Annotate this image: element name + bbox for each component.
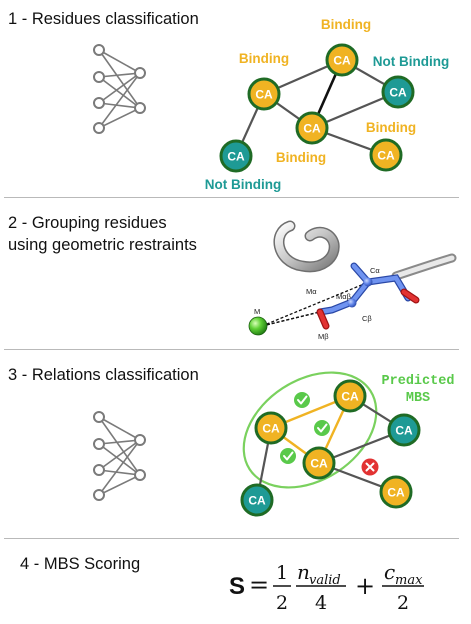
check-icon-top [294, 392, 310, 408]
label-binding-lower-right: Binding [366, 120, 416, 135]
relation-node-not-binding-right: CA [387, 413, 421, 447]
graph-node-binding-top: CA [325, 43, 359, 77]
formula-frac1-num: 1 [276, 562, 288, 584]
formula-lhs: S [229, 573, 245, 600]
label-predicted: Predicted [382, 374, 455, 389]
label-binding-center: Binding [276, 150, 326, 165]
svg-text:CA: CA [262, 422, 280, 436]
formula-plus: + [355, 572, 375, 600]
label-metal: M [254, 307, 260, 316]
graph-node-binding-lower-right: CA [369, 138, 403, 172]
relation-node-binding-center: CA [302, 446, 336, 480]
cross-icon [361, 458, 379, 476]
label-ma-beta: Mαβ [336, 292, 352, 301]
relation-node-binding-lower-right: CA [379, 475, 413, 509]
relation-node-not-binding-lower-left: CA [240, 483, 274, 517]
neural-network-icon-1 [93, 44, 146, 134]
neural-network-icon-3 [93, 411, 146, 501]
scoring-formula: S = 1 2 n valid 4 + c max 2 [229, 560, 424, 614]
step-4-title: 4 - MBS Scoring [20, 555, 141, 573]
check-icon-middle [314, 420, 330, 436]
formula-equals: = [249, 571, 269, 599]
formula-c-sub: max [395, 573, 423, 588]
step-3-title: 3 - Relations classification [8, 366, 199, 384]
label-not-binding-right: Not Binding [373, 54, 449, 69]
graph-node-binding-center: CA [295, 111, 329, 145]
graph-node-not-binding-lower-left: CA [219, 139, 253, 173]
svg-text:CA: CA [395, 424, 413, 438]
relations-graph: CA CA CA CA CA CA Predicted MBS [240, 371, 455, 517]
svg-text:CA: CA [377, 149, 395, 163]
residue-graph: CA CA CA CA CA CA Binding Binding Not Bi… [205, 17, 449, 192]
svg-text:CA: CA [387, 486, 405, 500]
divider-2 [4, 349, 459, 350]
label-mbs: MBS [406, 391, 430, 406]
label-binding-left: Binding [239, 51, 289, 66]
label-ca-atom: Cα [370, 266, 380, 275]
svg-text:CA: CA [341, 390, 359, 404]
metal-ion-icon [248, 316, 268, 336]
svg-text:CA: CA [333, 54, 351, 68]
step-2-title-line2: using geometric restraints [8, 236, 197, 254]
formula-n-sub: valid [309, 573, 341, 588]
label-m-alpha: Mα [306, 287, 317, 296]
molecular-structure: M Cα Cβ Mα Mαβ Mβ [248, 220, 457, 341]
label-cb-atom: Cβ [362, 314, 372, 323]
divider-1 [4, 197, 459, 198]
graph-node-binding-left: CA [247, 77, 281, 111]
predicted-mbs-ellipse [242, 371, 378, 489]
svg-text:CA: CA [389, 86, 407, 100]
svg-text:CA: CA [248, 494, 266, 508]
divider-3 [4, 538, 459, 539]
svg-text:CA: CA [310, 457, 328, 471]
relation-node-binding-left: CA [254, 411, 288, 445]
graph-node-not-binding-right: CA [381, 75, 415, 109]
formula-frac1-den: 2 [276, 592, 288, 614]
check-icon-left [280, 448, 296, 464]
label-not-binding-lower-left: Not Binding [205, 177, 281, 192]
label-m-beta: Mβ [318, 332, 329, 341]
label-binding-top: Binding [321, 17, 371, 32]
formula-c-var: c [384, 560, 395, 584]
step-2-title-line1: 2 - Grouping residues [8, 214, 167, 232]
svg-text:CA: CA [303, 122, 321, 136]
svg-text:CA: CA [255, 88, 273, 102]
svg-text:CA: CA [227, 150, 245, 164]
formula-frac3-den: 2 [397, 592, 409, 614]
formula-frac2-den: 4 [315, 592, 327, 614]
step-1-title: 1 - Residues classification [8, 10, 199, 28]
relation-node-binding-top: CA [333, 379, 367, 413]
formula-n-var: n [297, 560, 310, 584]
